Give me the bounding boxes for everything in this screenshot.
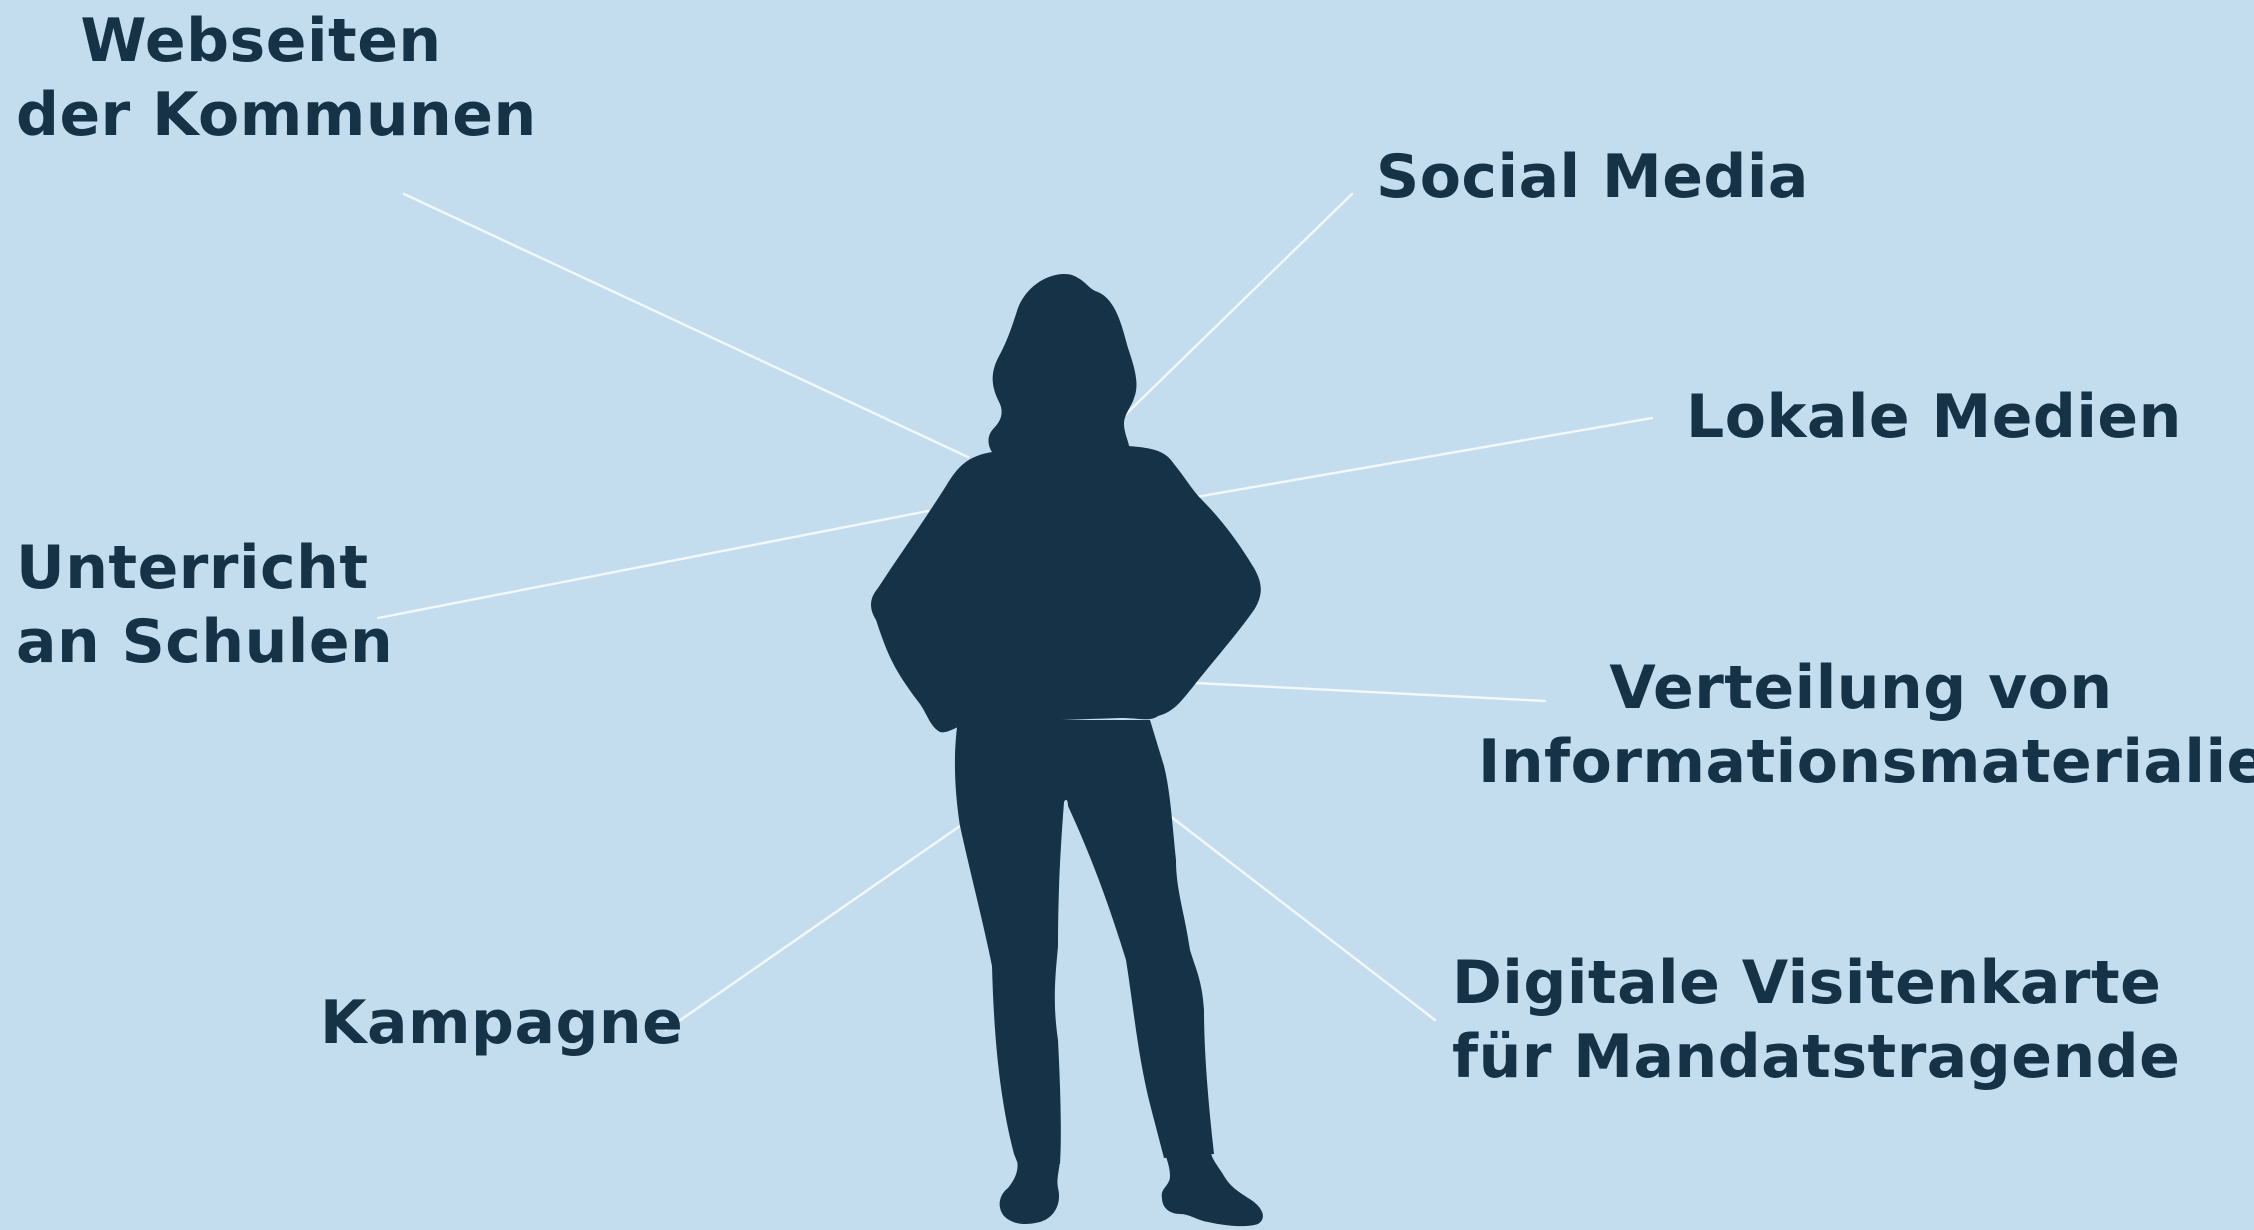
label-social-media-line-1: Social Media	[1376, 142, 1809, 212]
connector-materials	[1194, 681, 1547, 703]
connector-local-media	[1194, 416, 1654, 499]
connector-business-card	[1168, 814, 1437, 1022]
label-materials-line-1: Verteilung von	[1609, 653, 2113, 723]
label-social-media: Social Media	[1376, 140, 1809, 214]
label-websites: Webseiten der Kommunen	[16, 4, 537, 152]
connector-websites	[402, 192, 970, 459]
label-business-card: Digitale Visitenkarte für Mandatstragend…	[1452, 946, 2181, 1094]
label-websites-line-2: der Kommunen	[16, 80, 537, 150]
label-business-card-line-2: für Mandatstragende	[1452, 1022, 2181, 1092]
label-materials-line-2: Informationsmaterialien	[1478, 727, 2254, 797]
label-websites-line-1: Webseiten	[80, 6, 442, 76]
connector-campaign	[664, 824, 962, 1032]
label-school: Unterricht an Schulen	[16, 531, 394, 679]
connector-school	[376, 509, 930, 620]
label-materials: Verteilung von Informationsmaterialien	[1478, 651, 2254, 799]
label-campaign: Kampagne	[320, 986, 683, 1060]
label-school-line-1: Unterricht	[16, 533, 369, 603]
connector-social-media	[1120, 192, 1354, 420]
label-school-line-2: an Schulen	[16, 607, 394, 677]
label-local-media-line-1: Lokale Medien	[1686, 382, 2182, 452]
label-business-card-line-1: Digitale Visitenkarte	[1452, 948, 2162, 1018]
label-campaign-line-1: Kampagne	[320, 988, 684, 1058]
label-local-media: Lokale Medien	[1686, 380, 2182, 454]
